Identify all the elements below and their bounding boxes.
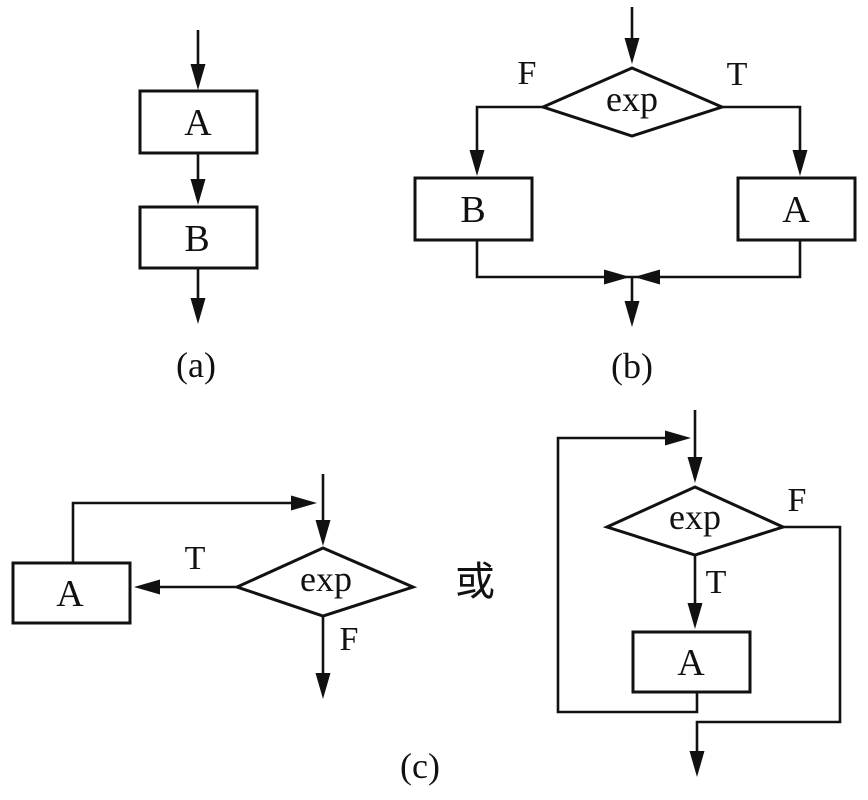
caption: (a) bbox=[176, 345, 216, 385]
caption: (b) bbox=[611, 346, 653, 386]
process-box-label: B bbox=[460, 189, 485, 231]
flow-line bbox=[71, 501, 292, 563]
arrowhead-down-icon bbox=[689, 751, 705, 777]
caption: (c) bbox=[400, 746, 440, 786]
arrowhead-down-icon bbox=[687, 603, 703, 629]
arrowhead-down-icon bbox=[315, 673, 331, 699]
process-box bbox=[413, 176, 534, 242]
process-box-label: A bbox=[677, 642, 705, 684]
condition-label: exp bbox=[606, 79, 658, 119]
true-branch-label: T bbox=[185, 540, 206, 577]
process-box bbox=[736, 176, 857, 242]
arrowhead-right-icon bbox=[291, 495, 317, 511]
arrowhead-down-icon bbox=[190, 64, 206, 90]
arrowhead-down-icon bbox=[469, 150, 485, 176]
loop-back-line bbox=[556, 436, 699, 714]
flow-line bbox=[695, 525, 842, 752]
process-box-label: B bbox=[184, 218, 209, 260]
process-box-label: A bbox=[56, 573, 84, 615]
arrowhead-down-icon bbox=[190, 298, 206, 324]
diagram-sequence: A B (a) bbox=[138, 30, 259, 385]
diagram-selection: exp F T B A (b) bbox=[413, 7, 857, 386]
diagram-loop-alt: exp F T A bbox=[556, 410, 842, 777]
condition-label: exp bbox=[300, 559, 352, 599]
arrowhead-down-icon bbox=[687, 457, 703, 483]
process-box-label: A bbox=[782, 189, 810, 231]
process-box bbox=[138, 205, 259, 270]
decision-diamond bbox=[538, 66, 727, 138]
false-branch-label: F bbox=[340, 621, 359, 658]
arrowhead-left-icon bbox=[634, 269, 660, 285]
arrowhead-down-icon bbox=[315, 520, 331, 546]
flow-line bbox=[475, 240, 802, 279]
arrowhead-left-icon bbox=[134, 579, 160, 595]
arrowhead-down-icon bbox=[624, 301, 640, 327]
false-branch-label: F bbox=[518, 55, 537, 92]
true-branch-label: T bbox=[727, 56, 748, 93]
flow-line bbox=[722, 105, 802, 152]
diagram-loop-while: A exp T F bbox=[11, 474, 418, 699]
process-box-label: A bbox=[184, 102, 212, 144]
condition-label: exp bbox=[669, 497, 721, 537]
arrowhead-down-icon bbox=[624, 38, 640, 64]
arrowhead-right-icon bbox=[665, 430, 691, 446]
arrowhead-down-icon bbox=[792, 150, 808, 176]
true-branch-label: T bbox=[706, 564, 727, 601]
flow-line bbox=[475, 105, 543, 152]
arrowhead-right-icon bbox=[604, 269, 630, 285]
false-branch-label: F bbox=[788, 482, 807, 519]
process-box bbox=[11, 561, 132, 625]
process-box bbox=[631, 630, 752, 694]
or-separator-label: 或 bbox=[455, 559, 495, 604]
arrowhead-down-icon bbox=[190, 179, 206, 205]
